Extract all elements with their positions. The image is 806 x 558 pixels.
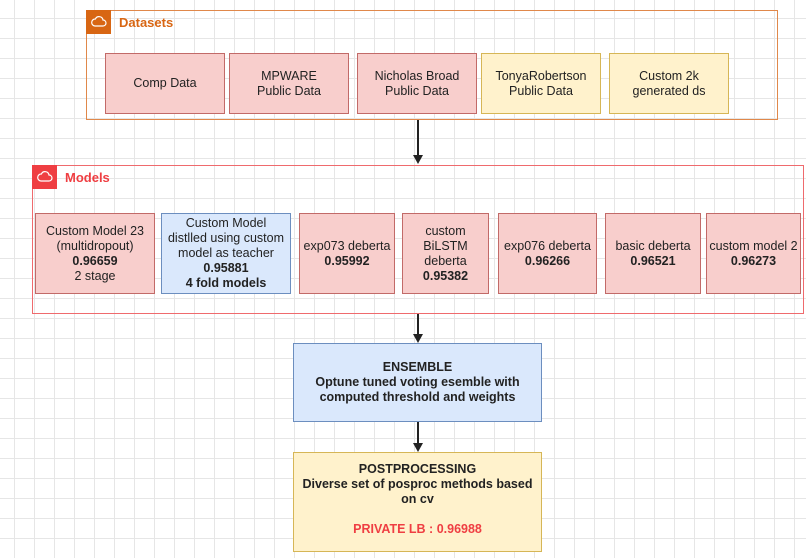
datasets-title: Datasets xyxy=(119,15,174,30)
private-lb-score: PRIVATE LB : 0.96988 xyxy=(353,522,482,536)
models-group[interactable]: Models xyxy=(32,165,804,314)
postprocessing-description: Diverse set of posproc methods based on … xyxy=(302,477,533,506)
model-note: 2 stage xyxy=(74,268,116,283)
arrow-head xyxy=(413,443,423,452)
dataset-label: Public Data xyxy=(257,83,321,98)
dataset-comp-data[interactable]: Comp Data xyxy=(105,53,225,114)
model-score: 0.96273 xyxy=(730,253,777,268)
arrow-head xyxy=(413,334,423,343)
model-custom-model-2[interactable]: custom model 2 0.96273 xyxy=(706,213,801,294)
model-custom-bilstm-deberta[interactable]: custom BiLSTM deberta 0.95382 xyxy=(402,213,489,294)
cloud-icon xyxy=(32,165,57,189)
dataset-label: generated ds xyxy=(632,83,706,98)
model-exp073-deberta[interactable]: exp073 deberta 0.95992 xyxy=(299,213,395,294)
model-score: 0.96659 xyxy=(72,253,118,268)
ensemble-description: Optune tuned voting esemble with compute… xyxy=(315,375,520,404)
model-score: 0.95382 xyxy=(422,268,469,283)
cloud-icon xyxy=(86,10,111,34)
dataset-label: Comp Data xyxy=(133,76,197,90)
connector-line xyxy=(417,120,419,156)
model-score: 0.95881 xyxy=(203,261,249,275)
postprocessing-box[interactable]: POSTPROCESSING Diverse set of posproc me… xyxy=(293,452,542,552)
model-basic-deberta[interactable]: basic deberta 0.96521 xyxy=(605,213,701,294)
model-exp076-deberta[interactable]: exp076 deberta 0.96266 xyxy=(498,213,597,294)
model-name: Custom Model distlled using custom model… xyxy=(167,216,285,260)
model-name: exp073 deberta xyxy=(303,238,391,253)
ensemble-box[interactable]: ENSEMBLE Optune tuned voting esemble wit… xyxy=(293,343,542,422)
models-title: Models xyxy=(65,170,110,185)
model-note: 4 fold models xyxy=(185,276,267,290)
connector-line xyxy=(417,422,419,444)
model-name: basic deberta xyxy=(615,238,691,253)
arrow-head xyxy=(413,155,423,164)
dataset-label: Custom 2k xyxy=(639,68,699,83)
model-distilled[interactable]: Custom Model distlled using custom model… xyxy=(161,213,291,294)
model-subtitle: (multidropout) xyxy=(56,238,134,253)
model-score: 0.95992 xyxy=(324,253,370,268)
model-custom-model-23[interactable]: Custom Model 23 (multidropout) 0.96659 2… xyxy=(35,213,155,294)
model-score: 0.96521 xyxy=(630,253,676,268)
model-name: custom BiLSTM deberta xyxy=(423,223,468,268)
dataset-label: Public Data xyxy=(509,83,573,98)
model-name: custom model 2 xyxy=(709,238,798,253)
ensemble-title: ENSEMBLE xyxy=(382,360,453,374)
datasets-group[interactable]: Datasets xyxy=(86,10,778,120)
model-name: exp076 deberta xyxy=(504,238,591,253)
model-score: 0.96266 xyxy=(524,253,571,268)
postprocessing-title: POSTPROCESSING xyxy=(358,462,477,476)
model-name: Custom Model 23 xyxy=(46,223,144,238)
dataset-label: Nicholas Broad xyxy=(374,68,460,83)
connector-line xyxy=(417,314,419,334)
dataset-label: Public Data xyxy=(385,83,449,98)
dataset-label: MPWARE xyxy=(261,68,317,83)
dataset-label: TonyaRobertson xyxy=(495,68,587,83)
